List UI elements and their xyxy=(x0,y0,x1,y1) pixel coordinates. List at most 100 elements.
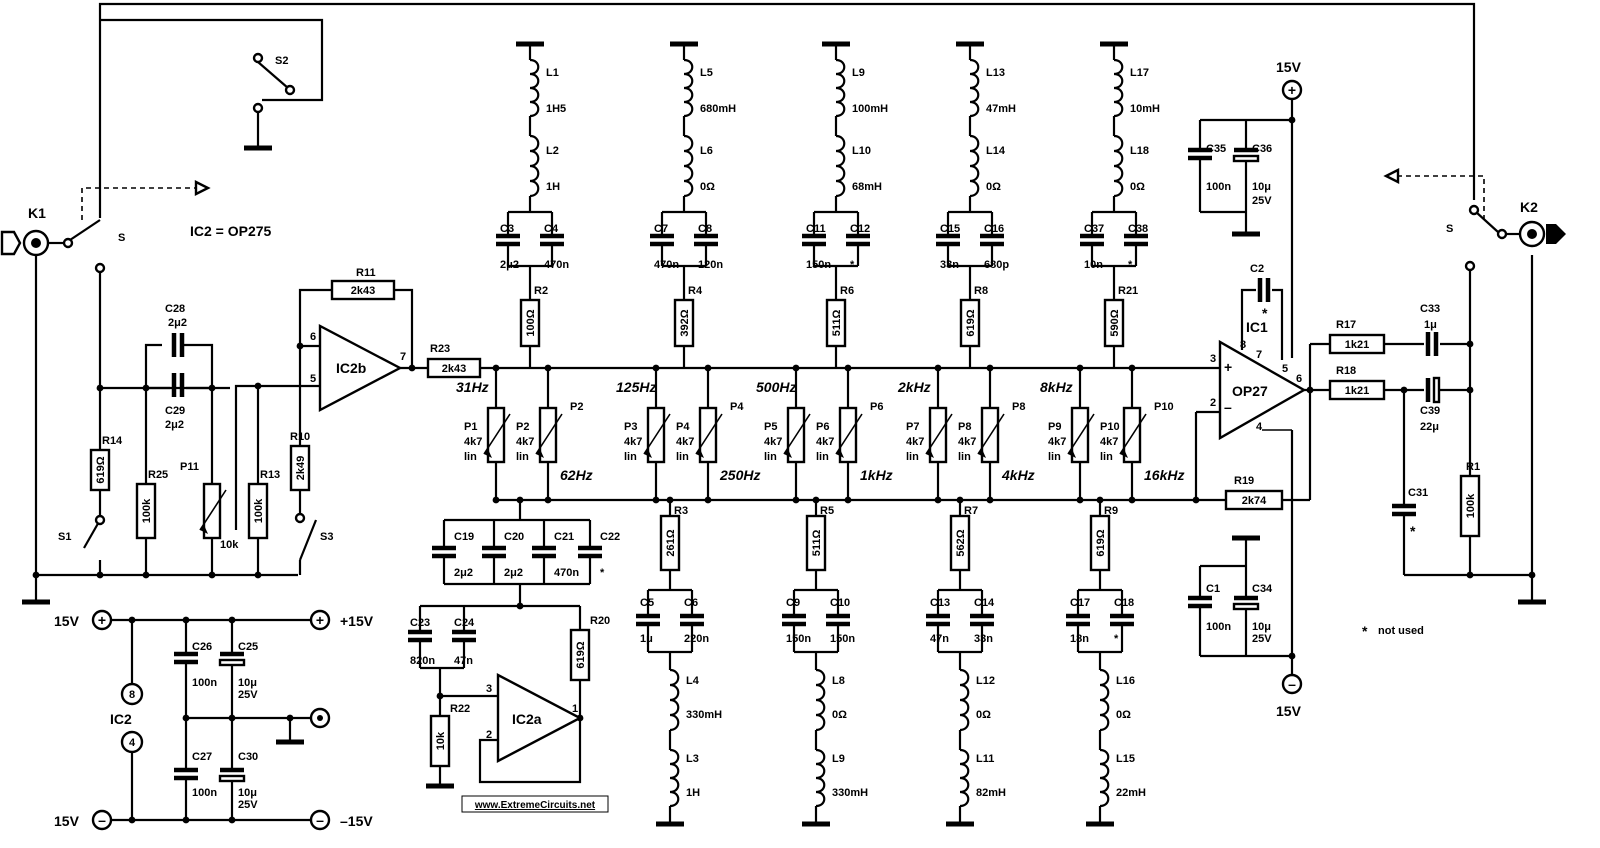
s3-label: S3 xyxy=(320,531,333,543)
potentiometer-p6-ref-r: P6 xyxy=(870,401,883,413)
switch-s1-blade xyxy=(83,519,101,549)
resistor-r18 xyxy=(1328,379,1386,401)
op27-minus: – xyxy=(1224,399,1232,415)
bot-r-ref-2: R7 xyxy=(964,505,978,517)
s-right-contact-2 xyxy=(1464,260,1476,272)
c30-value: 10μ xyxy=(238,787,257,799)
top-ca-ref-1: C7 xyxy=(654,223,668,235)
resistor-r1 xyxy=(1459,474,1481,538)
junction-dot xyxy=(704,364,712,372)
junction-dot xyxy=(986,496,994,504)
ic1-name: IC1 xyxy=(1246,319,1268,335)
top-r-ref-1: R4 xyxy=(688,285,703,297)
top-lb-value-2: 68mH xyxy=(852,181,882,193)
top-ca-value-4: 10n xyxy=(1084,259,1103,271)
resistor-r10-value: 2k49 xyxy=(295,456,307,480)
junction-dot xyxy=(1096,496,1104,504)
bot-cb-ref-2: C14 xyxy=(974,597,995,609)
resistor-r4 xyxy=(673,298,695,348)
top-r-ref-4: R21 xyxy=(1118,285,1138,297)
ic2b-pin7: 7 xyxy=(400,351,406,363)
resistor-r18-value: 1k21 xyxy=(1345,385,1369,397)
resistor-r23 xyxy=(426,357,482,379)
watermark-text: www.ExtremeCircuits.net xyxy=(474,800,596,811)
potentiometer-p6-arrow xyxy=(836,449,844,458)
c34-volt: 25V xyxy=(1252,633,1272,645)
resistor-r10 xyxy=(289,444,311,492)
c19-ref: C19 xyxy=(454,531,474,543)
terminal-minus15-right xyxy=(309,809,331,831)
junction-dot xyxy=(1076,364,1084,372)
s-right-contact xyxy=(1468,204,1480,216)
resistor-r4-value: 392Ω xyxy=(679,309,691,336)
plus15-right-label: +15V xyxy=(340,613,374,629)
wire xyxy=(234,384,300,530)
opamp-op27 xyxy=(1218,339,1307,441)
bot-ca-ref-1: C9 xyxy=(786,597,800,609)
s-left-contact xyxy=(62,237,74,249)
wire xyxy=(144,343,162,388)
potentiometer-p4-ref: P4 xyxy=(676,421,690,433)
top-la-value-4: 10mH xyxy=(1130,103,1160,115)
top-cb-value-4: * xyxy=(1128,259,1133,271)
potentiometer-p4-taper: lin xyxy=(676,451,689,463)
c22-value: * xyxy=(600,567,605,579)
potentiometer-p10-wiper xyxy=(1119,413,1147,455)
top-ca-value-1: 470n xyxy=(654,259,679,271)
r17-ref: R17 xyxy=(1336,319,1356,331)
potentiometer-p6-wiper xyxy=(835,413,863,455)
top-r-ref-0: R2 xyxy=(534,285,548,297)
junction-dot xyxy=(492,364,500,372)
c27-ref: C27 xyxy=(192,751,212,763)
top-lb-value-0: 1H xyxy=(546,181,560,193)
junction-dot xyxy=(254,571,262,579)
inductor-l11 xyxy=(959,748,970,808)
potentiometer-p5-arrow xyxy=(784,449,792,458)
potentiometer-p8-taper: lin xyxy=(958,451,971,463)
s-left-label: S xyxy=(118,232,125,244)
band-freq-0: 31Hz xyxy=(456,379,489,395)
r22-ref: R22 xyxy=(450,703,470,715)
resistor-r9 xyxy=(1089,514,1111,572)
junction-dot xyxy=(296,342,304,350)
potentiometer-p11-arrow xyxy=(200,525,208,534)
resistor-r13-value: 100k xyxy=(253,498,265,523)
terminal-minus15-op27-symbol: – xyxy=(1288,676,1296,692)
p11-value: 10k xyxy=(220,539,239,551)
c36-volt: 25V xyxy=(1252,195,1272,207)
bot-ca-ref-3: C17 xyxy=(1070,597,1090,609)
top-r-ref-3: R8 xyxy=(974,285,988,297)
junction-dot xyxy=(986,364,994,372)
potentiometer-p10-taper: lin xyxy=(1100,451,1113,463)
potentiometer-p2-ref: P2 xyxy=(516,421,529,433)
junction-dot xyxy=(208,571,216,579)
c36-ref: C36 xyxy=(1252,143,1272,155)
junction-dot xyxy=(934,496,942,504)
c21-ref: C21 xyxy=(554,531,574,543)
dash-arrow-left xyxy=(194,180,211,196)
c25-ref: C25 xyxy=(238,641,258,653)
resistor-r6 xyxy=(825,298,847,348)
ic2b-pin5: 5 xyxy=(310,373,316,385)
terminal-minus15-op27 xyxy=(1281,673,1303,695)
junction-dot xyxy=(652,496,660,504)
resistor-r23-value: 2k43 xyxy=(442,363,466,375)
bot-r-ref-1: R5 xyxy=(820,505,834,517)
ic2a-name: IC2a xyxy=(512,711,542,727)
c34-ref: C34 xyxy=(1252,583,1273,595)
top-ca-value-3: 33n xyxy=(940,259,959,271)
r18-ref: R18 xyxy=(1336,365,1356,377)
op27-name: OP27 xyxy=(1232,383,1268,399)
bot-la-ref-3: L16 xyxy=(1116,675,1135,687)
top-la-value-1: 680mH xyxy=(700,103,736,115)
junction-dot xyxy=(792,496,800,504)
junction-dot xyxy=(844,496,852,504)
junction-dot xyxy=(792,364,800,372)
inductor-l12 xyxy=(959,668,970,732)
junction-dot xyxy=(254,382,262,390)
bot-lb-ref-2: L11 xyxy=(976,753,994,765)
s2-pivot xyxy=(284,84,296,96)
inductor-l14 xyxy=(969,134,980,198)
potentiometer-p6-taper: lin xyxy=(816,451,829,463)
